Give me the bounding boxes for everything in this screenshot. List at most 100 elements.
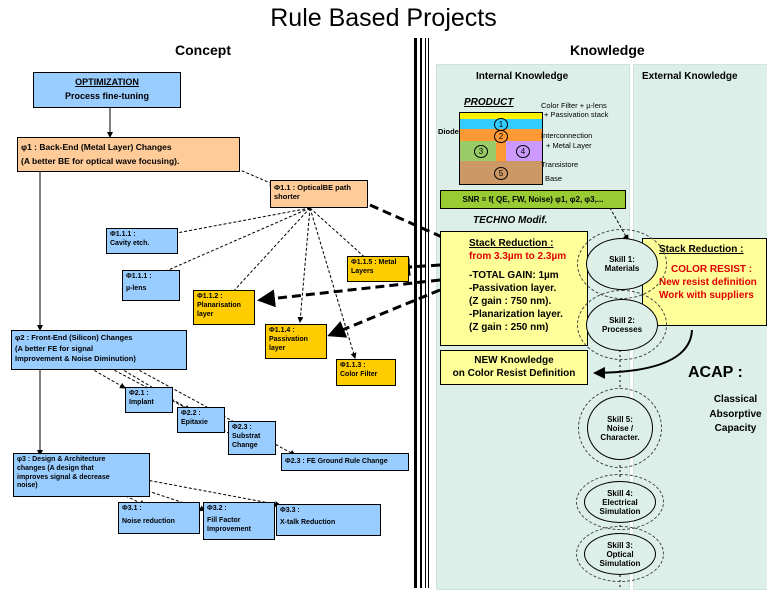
stack-planarization: -Planarization layer. <box>469 309 563 320</box>
skill-5-desc2: Character. <box>600 432 640 442</box>
skill-1: Skill 1: Materials <box>586 238 658 290</box>
skill-5-desc: Noise / <box>606 423 634 433</box>
phi2-desc: (A better FE for signal <box>15 344 94 354</box>
skill-4: Skill 4: Electrical Simulation <box>584 481 656 523</box>
phi114-desc: Passivation <box>269 335 308 343</box>
ext-resist-def: New resist definition <box>659 277 757 288</box>
phi21-title: Φ2.1 : <box>129 390 149 397</box>
skill-4-desc: Electrical <box>602 497 638 507</box>
phi23b-title: Φ2.3 : FE Ground Rule Change <box>285 458 388 465</box>
phi11-desc: shorter <box>274 192 300 202</box>
phi23-title: Φ2.3 : <box>232 424 252 431</box>
stack-passivation: -Passivation layer. <box>469 283 557 294</box>
phi1-desc: (A better BE for optical wave focusing). <box>21 155 180 166</box>
transistor-label: Transistore <box>541 160 579 169</box>
acap-desc: Classical Absorptive Capacity <box>704 393 767 437</box>
phi2-box: φ2 : Front-End (Silicon) Changes (A bett… <box>11 330 187 370</box>
phi23-box: Φ2.3 : Substrat Change <box>228 421 276 455</box>
color-filter-label: Color Filter + µ-lens <box>541 101 607 110</box>
phi32-desc: Fill Factor <box>207 516 241 524</box>
skill-5-title: Skill 5: <box>607 414 633 424</box>
skill-4-desc2: Simulation <box>599 506 641 516</box>
phi2-title: φ2 : Front-End (Silicon) Changes <box>15 333 133 342</box>
internal-knowledge-label: Internal Knowledge <box>476 71 569 82</box>
external-knowledge-label: External Knowledge <box>642 71 738 82</box>
snr-formula: SNR = f( QE, FW, Noise) φ1, φ2, φ3,... <box>462 195 604 204</box>
phi23-desc: Substrat <box>232 432 261 440</box>
ext-title: Stack Reduction : <box>659 244 744 255</box>
base-label: Base <box>545 174 563 183</box>
skill-5-ring <box>578 388 662 468</box>
skill-2-desc: Processes <box>601 325 643 334</box>
layer-3-label: 3 <box>474 145 488 158</box>
phi23b-box: Φ2.3 : FE Ground Rule Change <box>281 453 409 471</box>
techno-label: TECHNO Modif. <box>473 215 548 226</box>
layer-2-label: 2 <box>494 130 508 143</box>
stack-total: -TOTAL GAIN: 1µm <box>469 270 559 281</box>
phi112-box: Φ1.1.2 : Planarisation layer <box>193 290 255 325</box>
acap-title: ACAP : <box>688 364 743 381</box>
skill-3-desc: Optical <box>606 549 634 559</box>
phi22-title: Φ2.2 : <box>181 410 201 417</box>
page-title: Rule Based Projects <box>270 4 497 32</box>
metal-layer-label: + Metal Layer <box>546 141 592 150</box>
skill-4-title: Skill 4: <box>607 488 633 498</box>
divider <box>425 38 426 588</box>
phi111b-desc: µ-lens <box>126 284 147 292</box>
acap-line1: Classical <box>713 394 758 405</box>
phi11-box: Φ1.1 : OpticalBE path shorter <box>270 180 368 208</box>
stack-zgain2: (Z gain : 250 nm) <box>469 322 549 333</box>
skill-3-title: Skill 3: <box>607 540 633 550</box>
ext-color-resist: COLOR RESIST : <box>671 264 753 275</box>
phi2-desc2: Improvement & Noise Diminution) <box>15 353 136 363</box>
phi32-desc2: Improvement <box>207 525 251 533</box>
phi112-desc2: layer <box>197 310 214 318</box>
phi33-box: Φ3.3 : X-talk Reduction <box>276 504 381 536</box>
skill-5: Skill 5: Noise / Character. <box>587 396 653 460</box>
phi21-desc: Implant <box>129 398 154 406</box>
snr-box: SNR = f( QE, FW, Noise) φ1, φ2, φ3,... <box>440 190 626 209</box>
phi113-desc: Color Filter <box>340 370 378 378</box>
stack-reduction-box: Stack Reduction : from 3.3µm to 2.3µm -T… <box>440 231 588 346</box>
phi31-box: Φ3.1 : Noise reduction <box>118 502 200 534</box>
phi3-box: φ3 : Design & Architecture changes (A de… <box>13 453 150 497</box>
divider <box>428 38 429 588</box>
optimization-sub: Process fine-tuning <box>64 91 149 102</box>
phi3-desc2: improves signal & decrease <box>17 473 110 481</box>
skill-3-desc2: Simulation <box>599 558 641 568</box>
divider <box>414 38 417 588</box>
diode-label: Diode <box>438 127 459 136</box>
phi23-desc2: Change <box>232 441 258 449</box>
acap-line2: Absorptive <box>709 408 762 420</box>
phi114-box: Φ1.1.4 : Passivation layer <box>265 324 327 359</box>
phi114-title: Φ1.1.4 : <box>269 327 295 334</box>
phi1-box: φ1 : Back-End (Metal Layer) Changes (A b… <box>17 137 240 172</box>
skill-2-title: Skill 2: <box>609 316 635 325</box>
new-knowledge-box: NEW Knowledge on Color Resist Definition <box>440 350 588 385</box>
skill-1-title: Skill 1: <box>609 255 635 264</box>
product-stack-diagram: 1 2 3 4 5 <box>459 112 543 185</box>
new-knowledge-title: NEW Knowledge <box>474 355 554 366</box>
skill-2: Skill 2: Processes <box>586 299 658 351</box>
stack-title: Stack Reduction : <box>469 238 554 249</box>
skill-3-ring <box>576 526 664 582</box>
phi3-title: φ3 : Design & Architecture <box>17 456 106 463</box>
skill-2-ring <box>577 290 667 360</box>
product-label: PRODUCT <box>464 97 514 108</box>
phi111-title: Φ1.1.1 : <box>110 231 136 238</box>
phi112-title: Φ1.1.2 : <box>197 293 223 300</box>
layer-4-label: 4 <box>516 145 530 158</box>
phi3-desc: changes (A design that <box>17 464 94 472</box>
phi11-title: Φ1.1 : OpticalBE path <box>274 183 352 192</box>
new-knowledge-desc: on Color Resist Definition <box>452 367 576 379</box>
phi31-title: Φ3.1 : <box>122 505 142 512</box>
phi111-cavity-box: Φ1.1.1 : Cavity etch. <box>106 228 178 254</box>
phi1-title: φ1 : Back-End (Metal Layer) Changes <box>21 142 172 152</box>
layer-5-label: 5 <box>494 167 508 180</box>
phi112-desc: Planarisation <box>197 301 241 309</box>
phi111-desc: Cavity etch. <box>110 239 150 247</box>
phi32-box: Φ3.2 : Fill Factor Improvement <box>203 502 275 540</box>
phi33-desc: X-talk Reduction <box>280 518 336 526</box>
phi32-title: Φ3.2 : <box>207 505 227 512</box>
ext-suppliers: Work with suppliers <box>659 290 754 301</box>
